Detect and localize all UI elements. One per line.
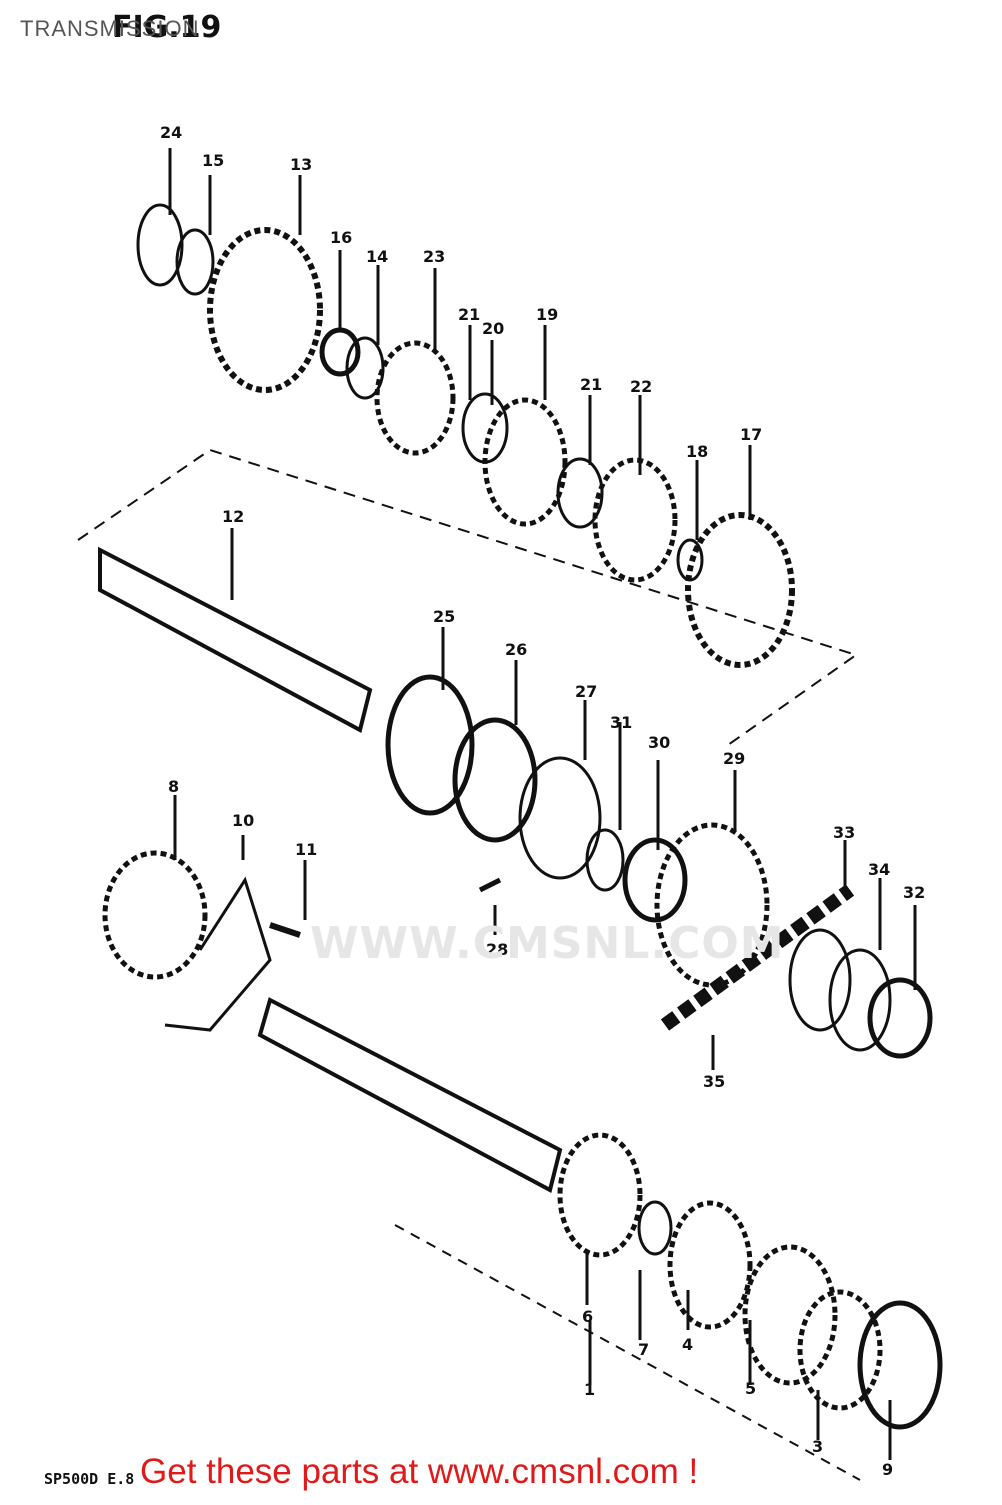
callout-27: 27	[575, 682, 597, 701]
callout-30: 30	[648, 733, 670, 752]
part-31	[585, 828, 625, 892]
part-11	[269, 922, 301, 938]
callout-1: 1	[584, 1380, 595, 1399]
callout-12: 12	[222, 507, 244, 526]
part-26	[452, 717, 538, 843]
part-27	[518, 756, 602, 880]
part-3	[797, 1289, 883, 1411]
callout-6: 6	[582, 1307, 593, 1326]
part-9	[857, 1300, 943, 1430]
callout-21a: 21	[458, 305, 480, 324]
callout-8: 8	[168, 777, 179, 796]
callout-22: 22	[630, 377, 652, 396]
part-33	[660, 884, 855, 1031]
part-6	[557, 1132, 643, 1258]
callout-29: 29	[723, 749, 745, 768]
callout-24: 24	[160, 123, 182, 142]
callout-18: 18	[686, 442, 708, 461]
callout-25: 25	[433, 607, 455, 626]
part-5	[742, 1244, 838, 1386]
callout-11: 11	[295, 840, 317, 859]
callout-33: 33	[833, 823, 855, 842]
callout-13: 13	[290, 155, 312, 174]
callout-32: 32	[903, 883, 925, 902]
part-15	[175, 228, 215, 296]
part-32	[867, 977, 933, 1059]
section-title: TRANSMISSION	[20, 16, 200, 41]
part-22	[592, 457, 678, 583]
model-code: SP500D E.8	[44, 1470, 135, 1488]
part-1	[257, 997, 563, 1193]
callout-5: 5	[745, 1379, 756, 1398]
callout-7: 7	[638, 1340, 649, 1359]
callout-26: 26	[505, 640, 527, 659]
part-28	[478, 877, 502, 893]
part-23	[374, 340, 456, 456]
callout-3: 3	[812, 1437, 823, 1456]
part-10	[164, 876, 272, 1032]
part-4	[667, 1200, 753, 1330]
callout-16: 16	[330, 228, 352, 247]
callout-19: 19	[536, 305, 558, 324]
callout-35: 35	[703, 1072, 725, 1091]
callout-10: 10	[232, 811, 254, 830]
part-34b	[828, 948, 892, 1052]
figure-number: FIG.19	[112, 10, 222, 45]
callout-23: 23	[423, 247, 445, 266]
callout-14: 14	[366, 247, 388, 266]
part-7	[637, 1200, 673, 1256]
callout-34: 34	[868, 860, 890, 879]
part-21	[556, 457, 604, 529]
callout-28: 28	[486, 940, 508, 959]
part-17	[685, 512, 795, 668]
callout-31: 31	[610, 713, 632, 732]
part-16	[319, 327, 361, 377]
callout-21b: 21	[580, 375, 602, 394]
callout-4: 4	[682, 1335, 693, 1354]
part-25	[385, 674, 475, 816]
part-24	[136, 203, 184, 287]
part-29	[654, 822, 770, 988]
callout-20: 20	[482, 319, 504, 338]
part-8	[102, 850, 208, 980]
callout-9: 9	[882, 1460, 893, 1479]
part-14	[345, 336, 385, 400]
callout-17: 17	[740, 425, 762, 444]
part-13	[207, 227, 323, 393]
part-12	[98, 546, 373, 733]
part-34	[788, 928, 852, 1032]
promo-link[interactable]: Get these parts at www.cmsnl.com !	[140, 1452, 699, 1491]
watermark: WWW.CMSNL.COM	[310, 918, 785, 969]
part-30	[622, 837, 688, 923]
callout-15: 15	[202, 151, 224, 170]
part-19	[482, 397, 568, 527]
